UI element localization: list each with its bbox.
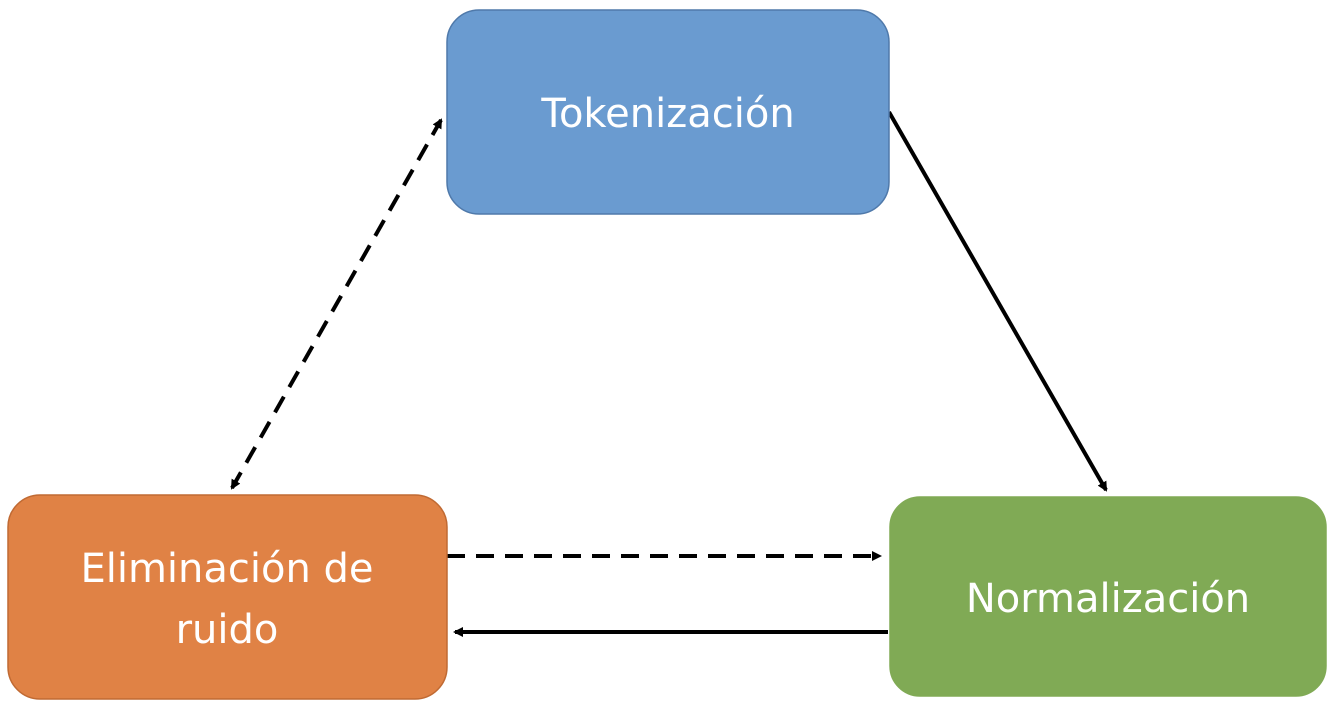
node-tokenizacion-label: Tokenización bbox=[540, 91, 794, 137]
node-eliminacion: Eliminación de ruido bbox=[7, 494, 448, 700]
node-tokenizacion: Tokenización bbox=[446, 9, 890, 215]
edge-tokenizacion-to-normalizacion bbox=[887, 111, 1108, 492]
node-tokenizacion-box bbox=[446, 9, 890, 215]
edge-eliminacion-tokenizacion-dashed bbox=[230, 118, 443, 490]
node-eliminacion-box bbox=[7, 494, 448, 700]
node-normalizacion-label: Normalización bbox=[966, 576, 1250, 622]
node-eliminacion-label-line1: Eliminación de bbox=[80, 546, 373, 592]
node-eliminacion-label-line2: ruido bbox=[176, 607, 279, 653]
node-normalizacion: Normalización bbox=[889, 496, 1327, 697]
node-normalizacion-box bbox=[889, 496, 1327, 697]
